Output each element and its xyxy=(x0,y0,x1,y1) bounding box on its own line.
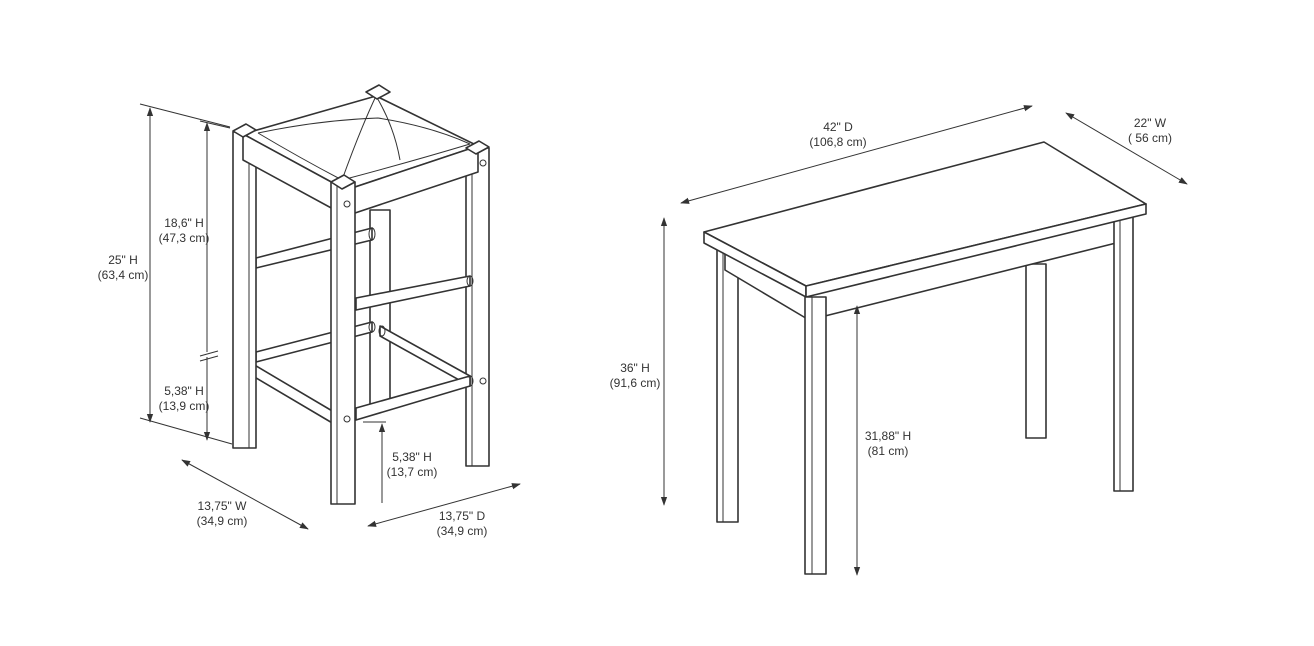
table-depth-label: 42" D(106,8 cm) xyxy=(809,120,867,149)
table-height-total-label: 36" H(91,6 cm) xyxy=(609,361,661,390)
stool-leg-front-corner xyxy=(330,174,356,505)
stool-height-front-label: 5,38" H(13,7 cm) xyxy=(386,450,438,479)
table-leg-front-right xyxy=(1113,214,1134,492)
table-leg-front-corner xyxy=(804,296,827,575)
stool-height-lower-label: 5,38" H(13,9 cm) xyxy=(158,384,210,413)
table-leg-back-right xyxy=(1025,263,1047,439)
stool-dimension-lines xyxy=(139,103,521,530)
stool-height-seat-gap-label: 18,6" H(47,3 cm) xyxy=(158,216,210,245)
stool-leg-back-right xyxy=(465,147,490,467)
stool-depth-label: 13,75" D(34,9 cm) xyxy=(436,509,488,538)
bar-stool-drawing xyxy=(232,84,490,505)
stool-seat xyxy=(232,84,490,217)
table-drawing xyxy=(703,141,1147,575)
table-dimension-lines xyxy=(660,105,1188,576)
table-top xyxy=(703,141,1147,298)
table-width-label: 22" W( 56 cm) xyxy=(1127,116,1172,145)
stool-rungs xyxy=(243,227,474,425)
stool-height-total-label: 25" H(63,4 cm) xyxy=(97,253,149,282)
table-height-apron-label: 31,88" H(81 cm) xyxy=(864,429,912,458)
stool-width-label: 13,75" W(34,9 cm) xyxy=(196,499,248,528)
stool-leg-front-left xyxy=(232,131,257,449)
table-leg-back-left xyxy=(716,245,739,523)
